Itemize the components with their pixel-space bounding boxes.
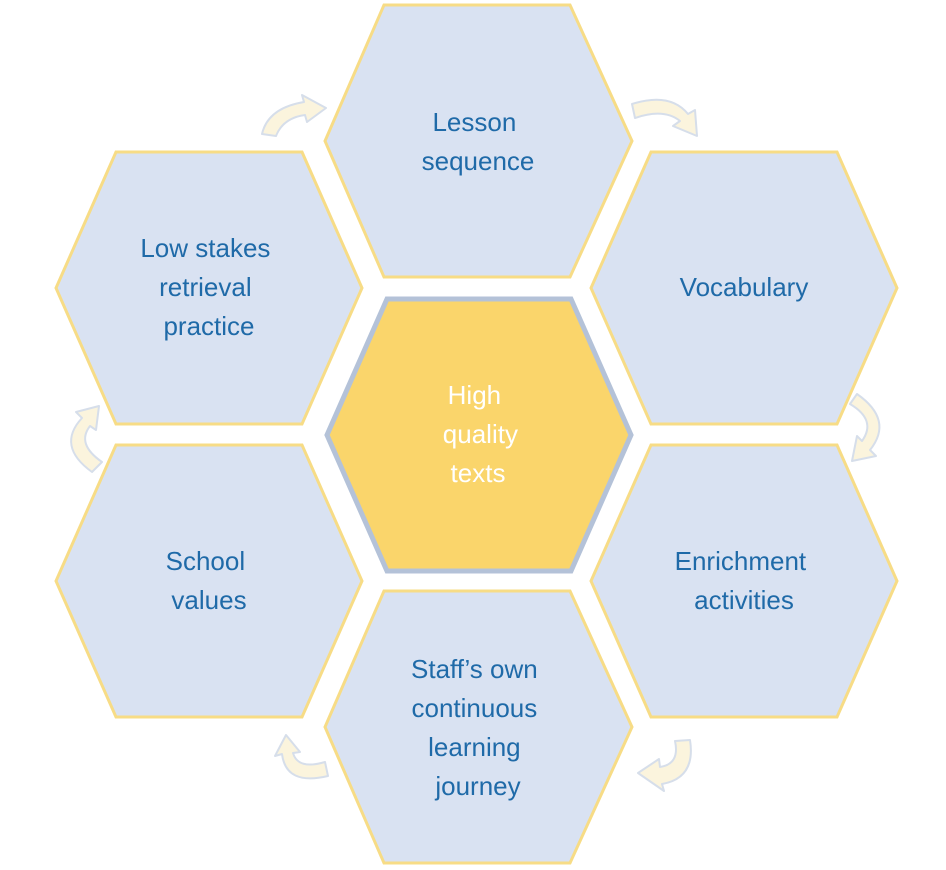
hex-school-values-label: School values: [166, 546, 253, 615]
hex-vocabulary: Vocabulary: [589, 150, 899, 426]
cycle-arrow-upper-right: [631, 98, 698, 137]
hex-enrichment-activities: Enrichment activities: [589, 443, 899, 719]
hex-staff-learning-journey-label: Staff’s own continuous learning journey: [411, 654, 545, 801]
hex-low-stakes-retrieval-label: Low stakes retrieval practice: [140, 233, 277, 341]
hex-school-values: School values: [54, 443, 364, 719]
hex-high-quality-texts-label: High quality texts: [443, 380, 525, 488]
cycle-arrow-right: [849, 393, 881, 462]
hex-low-stakes-retrieval: Low stakes retrieval practice: [54, 150, 364, 426]
hex-high-quality-texts: High quality texts: [324, 296, 634, 574]
hex-enrichment-activities-label: Enrichment activities: [675, 546, 814, 615]
cycle-arrow-upper-left: [261, 94, 327, 137]
hex-lesson-sequence: Lesson sequence: [323, 3, 634, 279]
cycle-arrow-lower-right: [637, 739, 692, 792]
hex-vocabulary-label: Vocabulary: [680, 272, 809, 302]
cycle-arrow-left: [70, 405, 103, 473]
cycle-arrow-lower-left: [274, 734, 329, 780]
hex-lesson-sequence-label: Lesson sequence: [422, 107, 535, 176]
hex-staff-learning-journey: Staff’s own continuous learning journey: [323, 589, 634, 865]
